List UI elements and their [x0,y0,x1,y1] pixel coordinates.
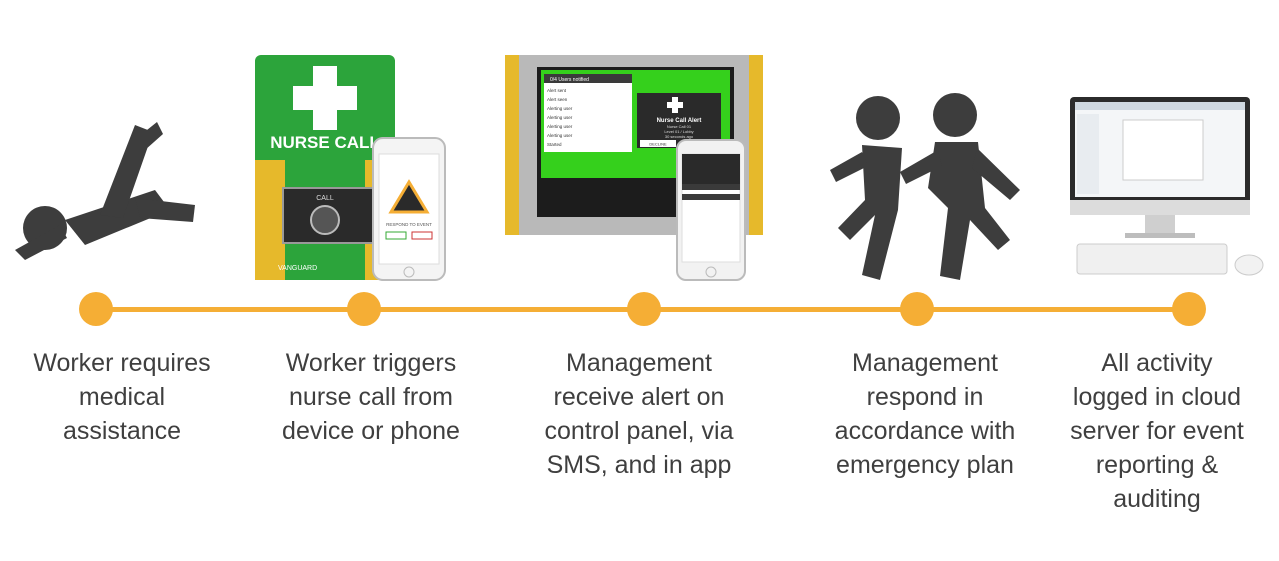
step-label-management-receive: Management receive alert on control pane… [544,349,734,479]
alert-sub2: Level 01 / Lobby [664,129,693,134]
control-panel-icon: 0/4 Users notified Alert sent Alert seen… [505,55,763,281]
fallen-worker-icon [15,122,195,260]
panel-row: Alerting user [547,115,573,120]
call-button-label: CALL [316,195,334,202]
timeline-dot [900,292,934,326]
panel-row: Alerting user [547,133,573,138]
nurse-call-device-icon: NURSE CALL CALL VANGUARD RESPOND TO EVEN… [255,55,446,281]
panel-row: Alerting user [547,106,573,111]
decline-label: DECLINE [649,142,667,147]
phone-respond-label: RESPOND TO EVENT [386,222,432,227]
step-label-activity-logged: All activity logged in cloud server for … [1070,349,1244,513]
brand-label: VANGUARD [278,265,317,272]
call-button[interactable] [310,205,340,235]
alert-sub3: 30 seconds ago [665,134,694,139]
timeline-dot [347,292,381,326]
timeline-dot [79,292,113,326]
decline-button[interactable] [640,140,676,147]
panel-row: Alert sent [547,88,567,93]
panel-row: Alert seen [547,97,568,102]
step-label-worker-requires: Worker requires medical assistance [33,349,211,445]
panel-row: Alerting user [547,124,573,129]
alert-title: Nurse Call Alert [657,118,702,124]
timeline-dot [627,292,661,326]
running-people-icon [830,93,1020,280]
desktop-computer-icon [1070,97,1264,276]
step-label-worker-triggers: Worker triggers nurse call from device o… [282,349,460,445]
alert-sub1: Nurse Call 01 [667,124,692,129]
panel-row: Started [547,142,562,147]
timeline-dot [1172,292,1206,326]
device-title: NURSE CALL [270,133,380,152]
step-label-management-respond: Management respond in accordance with em… [834,349,1016,479]
panel-header: 0/4 Users notified [550,77,589,83]
